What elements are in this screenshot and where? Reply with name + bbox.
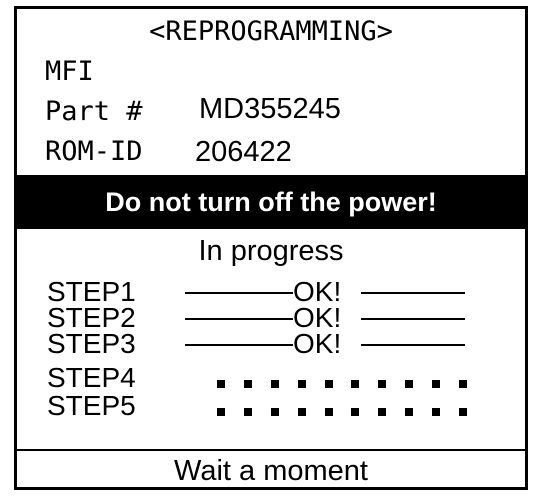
step-4-label: STEP4	[47, 362, 136, 393]
part-number-label: Part #	[45, 96, 143, 127]
pending-dot	[432, 380, 440, 388]
screen-title: <REPROGRAMMING>	[149, 16, 393, 47]
power-warning-banner: Do not turn off the power!	[17, 175, 525, 229]
part-number-value: MD355245	[199, 93, 341, 125]
step-2-status: OK!	[293, 302, 342, 333]
progress-title: In progress	[198, 235, 344, 267]
mfi-label: MFI	[45, 56, 94, 87]
pending-dot	[324, 408, 333, 416]
pending-dot	[458, 380, 467, 388]
step-3-label: STEP3	[47, 328, 136, 359]
rom-id-label: ROM-ID	[45, 136, 143, 167]
pending-dot	[243, 380, 252, 388]
reprogramming-screen: <REPROGRAMMING> MFI Part # MD355245 ROM-…	[14, 6, 528, 490]
pending-dot	[297, 380, 306, 388]
pending-dot	[270, 380, 279, 388]
pending-dot	[243, 408, 252, 416]
pending-dot	[405, 380, 414, 388]
pending-dot	[297, 408, 306, 416]
pending-dot	[378, 380, 387, 388]
step-2-line-left	[185, 318, 293, 320]
step-4-pending-dots	[217, 379, 467, 389]
step-1-status: OK!	[293, 276, 342, 307]
pending-dot	[378, 408, 387, 416]
step-3-line-right	[361, 344, 465, 346]
step-3-status: OK!	[293, 328, 342, 359]
step-1-line-right	[361, 292, 465, 294]
step-5-pending-dots	[217, 407, 467, 417]
step-1-line-left	[185, 292, 293, 294]
rom-id-value: 206422	[195, 136, 292, 168]
step-5-label: STEP5	[47, 390, 136, 421]
pending-dot	[351, 380, 360, 388]
step-1-label: STEP1	[47, 276, 136, 307]
pending-dot	[351, 408, 360, 416]
pending-dot	[458, 408, 467, 416]
step-2-label: STEP2	[47, 302, 136, 333]
pending-dot	[217, 380, 225, 388]
pending-dot	[432, 408, 440, 416]
footer-divider	[17, 449, 525, 451]
pending-dot	[217, 408, 225, 416]
pending-dot	[270, 408, 279, 416]
wait-message: Wait a moment	[174, 455, 368, 487]
step-2-line-right	[361, 318, 465, 320]
step-3-line-left	[185, 344, 293, 346]
pending-dot	[324, 380, 333, 388]
pending-dot	[405, 408, 414, 416]
